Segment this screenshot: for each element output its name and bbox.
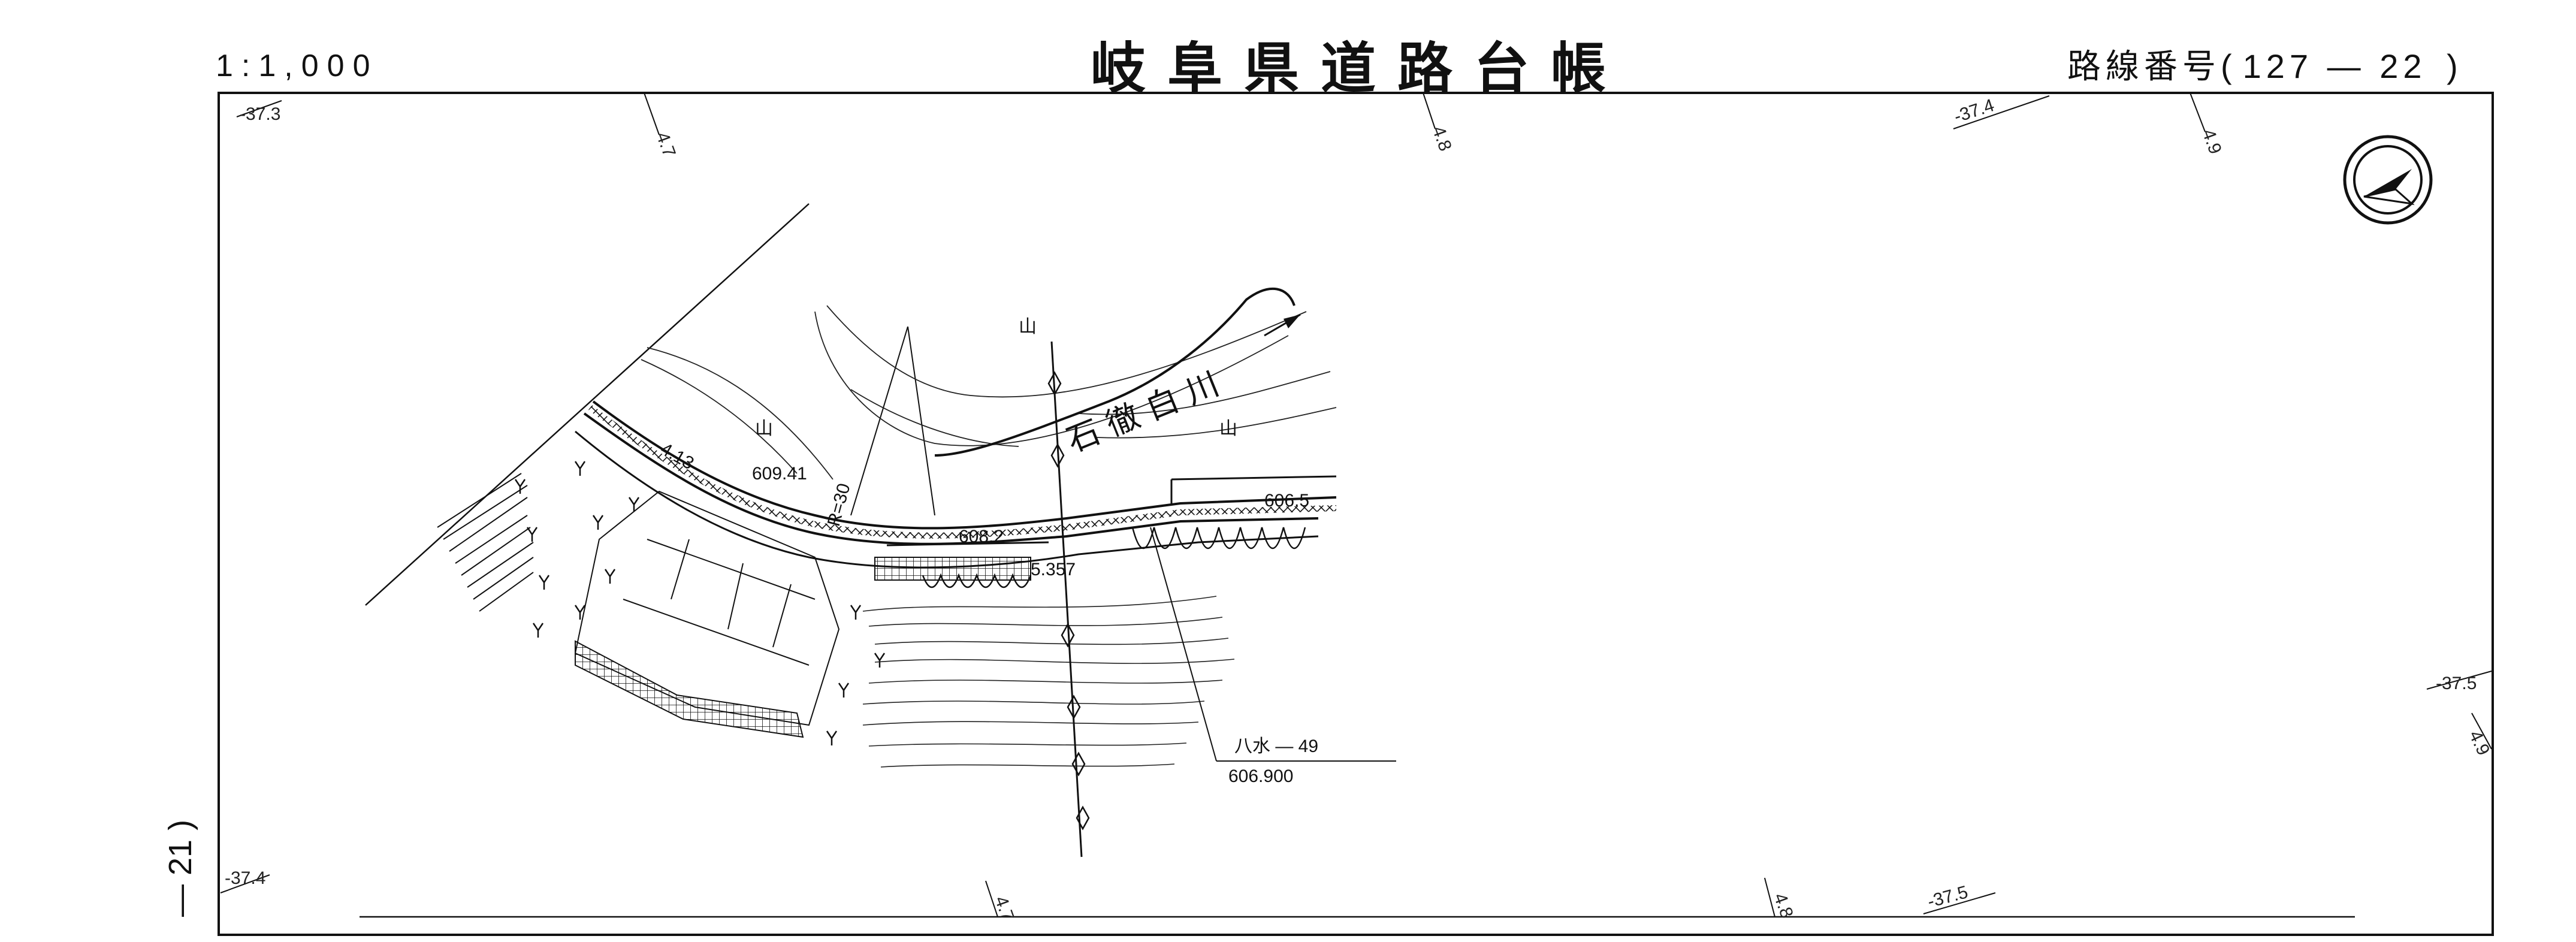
benchmark-elevation: 606.900	[1228, 766, 1293, 786]
north-arrow-icon	[2343, 135, 2433, 225]
riverbed-contours	[862, 596, 1235, 768]
terrain-contours	[641, 305, 1337, 480]
revetment-blocks	[922, 527, 1306, 588]
slope-shading	[437, 473, 534, 612]
bottom-frame-ticks: -37.4 4.7 4.8 -37.5	[220, 868, 1996, 924]
elevation-label: 606.5	[1264, 491, 1309, 511]
survey-centerline	[1047, 341, 1090, 858]
route-number: 127 — 22	[2242, 47, 2427, 85]
mountain-mark: 山	[755, 419, 773, 439]
scale-label: 1:1,000	[216, 49, 379, 83]
tick-label: 4.7	[652, 129, 679, 159]
elevation-label: 608.2	[959, 527, 1004, 547]
vegetation-marks	[514, 461, 886, 745]
right-frame-ticks: -37.5 4.9	[2426, 671, 2494, 759]
river-name-label: 石 徹 白 川	[1061, 364, 1224, 460]
mountain-mark: 山	[1019, 317, 1037, 337]
slope-line	[365, 203, 810, 606]
river	[934, 288, 1301, 457]
tick-label: -37.5	[1925, 882, 1970, 912]
tick-label: -37.5	[2436, 674, 2477, 693]
sheet-title: 岐阜県道路台帳	[1091, 36, 1628, 101]
tick-label: 4.8	[1428, 123, 1455, 153]
route-number-label: 路線番号(127 — 22 )	[2067, 40, 2463, 88]
retaining-wall-hatch	[575, 640, 804, 738]
tick-label: 4.9	[2198, 126, 2225, 156]
elevation-label: 5.357	[1031, 560, 1076, 579]
map-frame	[218, 92, 2494, 936]
benchmark-leader	[1150, 527, 1396, 762]
route-label-text: 路線番号(	[2067, 47, 2237, 85]
top-frame-ticks: -37.3 4.7 4.8 -37.4 4.9	[236, 92, 2225, 160]
mountain-mark: 山	[1219, 419, 1237, 439]
tick-label: -37.3	[240, 104, 280, 124]
benchmark-id: 八水 — 49	[1234, 736, 1318, 756]
embankment-hatch	[874, 557, 1031, 581]
tick-label: 4.9	[2465, 727, 2494, 759]
curve-radius-guide	[850, 326, 935, 516]
page-index: — 21 )	[162, 819, 198, 917]
elevation-label: 609.41	[752, 464, 807, 484]
tick-label: 4.7	[990, 893, 1017, 923]
route-close: )	[2447, 47, 2463, 85]
retaining-blocks	[574, 490, 840, 726]
tick-label: -37.4	[225, 868, 265, 888]
